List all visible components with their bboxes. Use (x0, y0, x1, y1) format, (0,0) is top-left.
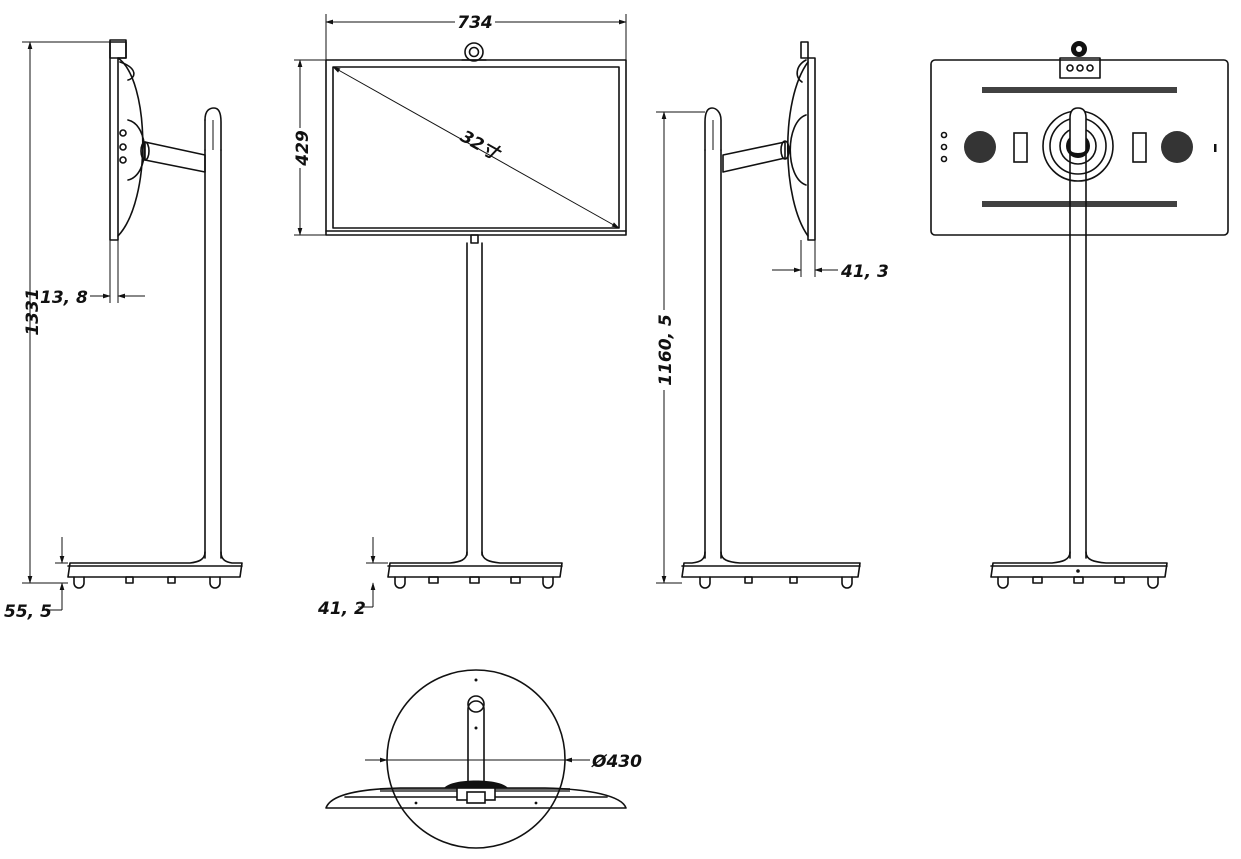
dim-total-height-label: 1331 (23, 288, 43, 335)
dim-screen-depth-rear-label: 41, 3 (840, 262, 889, 282)
dim-base-height-front-label: 41, 2 (317, 599, 366, 619)
side-view-right: 1160, 5 41, 3 (652, 41, 889, 589)
dim-pole-height-label: 1160, 5 (656, 314, 676, 386)
dim-screen-depth-label: 13, 8 (40, 288, 88, 308)
dim-base-diameter-label: Ø430 (591, 752, 642, 772)
rear-view (930, 41, 1229, 589)
top-view: Ø430 (325, 669, 642, 849)
dim-base-height-side-label: 55, 5 (4, 602, 52, 622)
dim-total-height: 1331 (23, 288, 43, 335)
side-view-left: 1331 13, 8 55, 5 (4, 39, 243, 622)
dim-height-label: 429 (293, 130, 313, 167)
front-view: 32寸 734 429 41, 2 (290, 10, 627, 619)
dim-width-label: 734 (457, 13, 493, 33)
